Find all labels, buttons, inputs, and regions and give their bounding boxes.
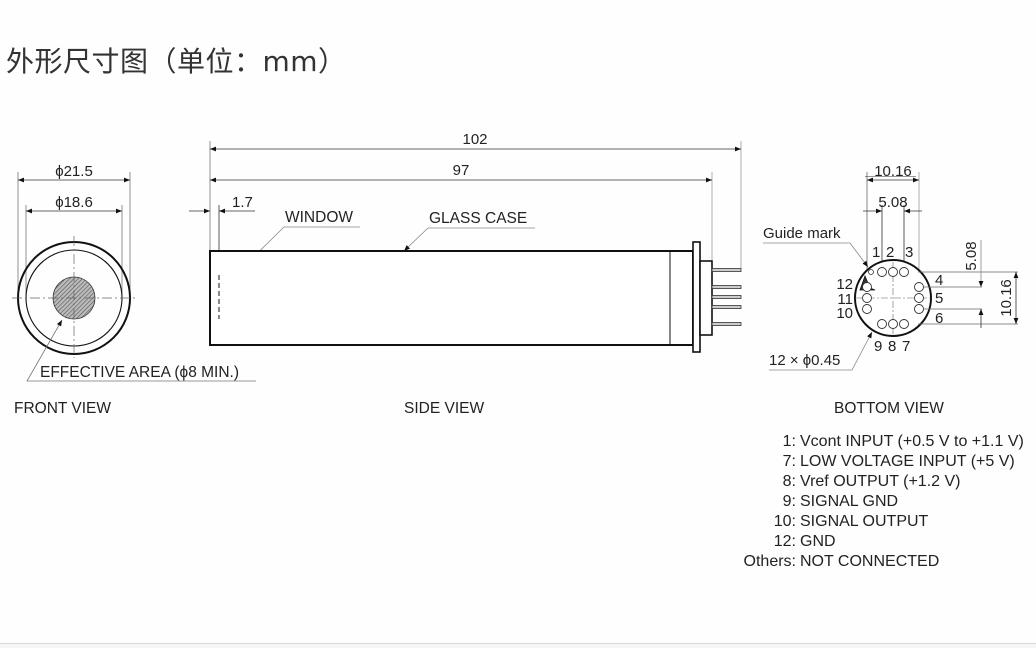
pin-description: Vref OUTPUT (+1.2 V) bbox=[800, 473, 961, 490]
side-view-caption: SIDE VIEW bbox=[404, 400, 484, 417]
pin-number: 6 bbox=[935, 310, 943, 327]
vertical-pitch-inner-label: 5.08 bbox=[963, 241, 980, 270]
front-view: ϕ21.5 ϕ18.6 EFFECTIVE AREA (ϕ8 MIN.) FRO… bbox=[12, 163, 256, 417]
page-title: 外形尺寸图（单位：mm） bbox=[6, 45, 347, 78]
pin-number: 3 bbox=[905, 244, 913, 261]
glass-case-label: GLASS CASE bbox=[429, 210, 527, 227]
pin-id: 9: bbox=[782, 493, 796, 510]
pin-number: 10 bbox=[836, 305, 853, 322]
pin-number: 9 bbox=[874, 338, 882, 355]
outer-diameter-label: ϕ21.5 bbox=[55, 163, 93, 180]
inner-diameter-label: ϕ18.6 bbox=[55, 194, 93, 211]
pin-assignment-row: 10:SIGNAL OUTPUT bbox=[738, 512, 1024, 532]
pin-description: LOW VOLTAGE INPUT (+5 V) bbox=[800, 453, 1015, 470]
bottom-view-caption: BOTTOM VIEW bbox=[834, 400, 944, 417]
pin-spec-label: 12 × ϕ0.45 bbox=[769, 352, 840, 369]
pin-id: 8: bbox=[782, 473, 796, 490]
pin-id: Others: bbox=[743, 553, 796, 570]
pitch-outer-label: 10.16 bbox=[874, 163, 912, 180]
stem-base bbox=[699, 260, 713, 336]
pins bbox=[711, 268, 742, 326]
guide-mark-leader bbox=[763, 242, 869, 268]
pin-assignment-row: Others:NOT CONNECTED bbox=[738, 552, 1024, 572]
flange bbox=[692, 241, 701, 353]
pin-number: 8 bbox=[888, 338, 896, 355]
pin-number: 7 bbox=[902, 338, 910, 355]
body-length-label: 97 bbox=[453, 162, 470, 179]
pin-assignment-row: 12:GND bbox=[738, 532, 1024, 552]
pin-number: 12 bbox=[836, 276, 853, 293]
pin-assignment-row: 9:SIGNAL GND bbox=[738, 492, 1024, 512]
pin-number: 1 bbox=[872, 244, 880, 261]
pin-assignment-list: 1:Vcont INPUT (+0.5 V to +1.1 V) 7:LOW V… bbox=[738, 432, 1024, 572]
pin-assignment-row: 7:LOW VOLTAGE INPUT (+5 V) bbox=[738, 452, 1024, 472]
pin-id: 12: bbox=[773, 533, 796, 550]
pin-number: 5 bbox=[935, 290, 943, 307]
pin-number: 2 bbox=[886, 244, 894, 261]
glass-case-leader bbox=[403, 227, 535, 252]
pin-id: 7: bbox=[782, 453, 796, 470]
pin-description: SIGNAL GND bbox=[800, 493, 899, 510]
pin-description: NOT CONNECTED bbox=[800, 553, 940, 570]
pin-spec-leader bbox=[769, 331, 873, 371]
guide-mark-label: Guide mark bbox=[763, 225, 841, 242]
bottom-pin-holes bbox=[862, 267, 924, 329]
pin-description: GND bbox=[800, 533, 836, 550]
pin-id: 10: bbox=[773, 513, 796, 530]
effective-area-leader bbox=[26, 319, 256, 382]
front-view-caption: FRONT VIEW bbox=[14, 400, 111, 417]
pin-assignment-row: 1:Vcont INPUT (+0.5 V to +1.1 V) bbox=[738, 432, 1024, 452]
pin-id: 1: bbox=[782, 433, 796, 450]
pin-assignment-row: 8:Vref OUTPUT (+1.2 V) bbox=[738, 472, 1024, 492]
footer-strip bbox=[0, 644, 1036, 648]
pitch-inner-label: 5.08 bbox=[878, 194, 907, 211]
overall-length-label: 102 bbox=[462, 131, 487, 148]
page-divider bbox=[0, 643, 1036, 644]
window-offset-label: 1.7 bbox=[232, 194, 253, 211]
vertical-pitch-outer-label: 10.16 bbox=[998, 279, 1015, 317]
side-view: 102 97 1.7 WINDOW GLASS CASE SIDE VIEW bbox=[189, 131, 742, 417]
bottom-view: 10.16 5.08 Guide mark 5.08 bbox=[763, 163, 1019, 417]
effective-area-label: EFFECTIVE AREA (ϕ8 MIN.) bbox=[40, 364, 239, 381]
pin-description: Vcont INPUT (+0.5 V to +1.1 V) bbox=[800, 433, 1024, 450]
window-label: WINDOW bbox=[285, 209, 353, 226]
pin-number: 11 bbox=[837, 291, 853, 308]
pin-number: 4 bbox=[935, 272, 943, 289]
glass-case-body bbox=[209, 250, 694, 346]
pin-description: SIGNAL OUTPUT bbox=[800, 513, 929, 530]
